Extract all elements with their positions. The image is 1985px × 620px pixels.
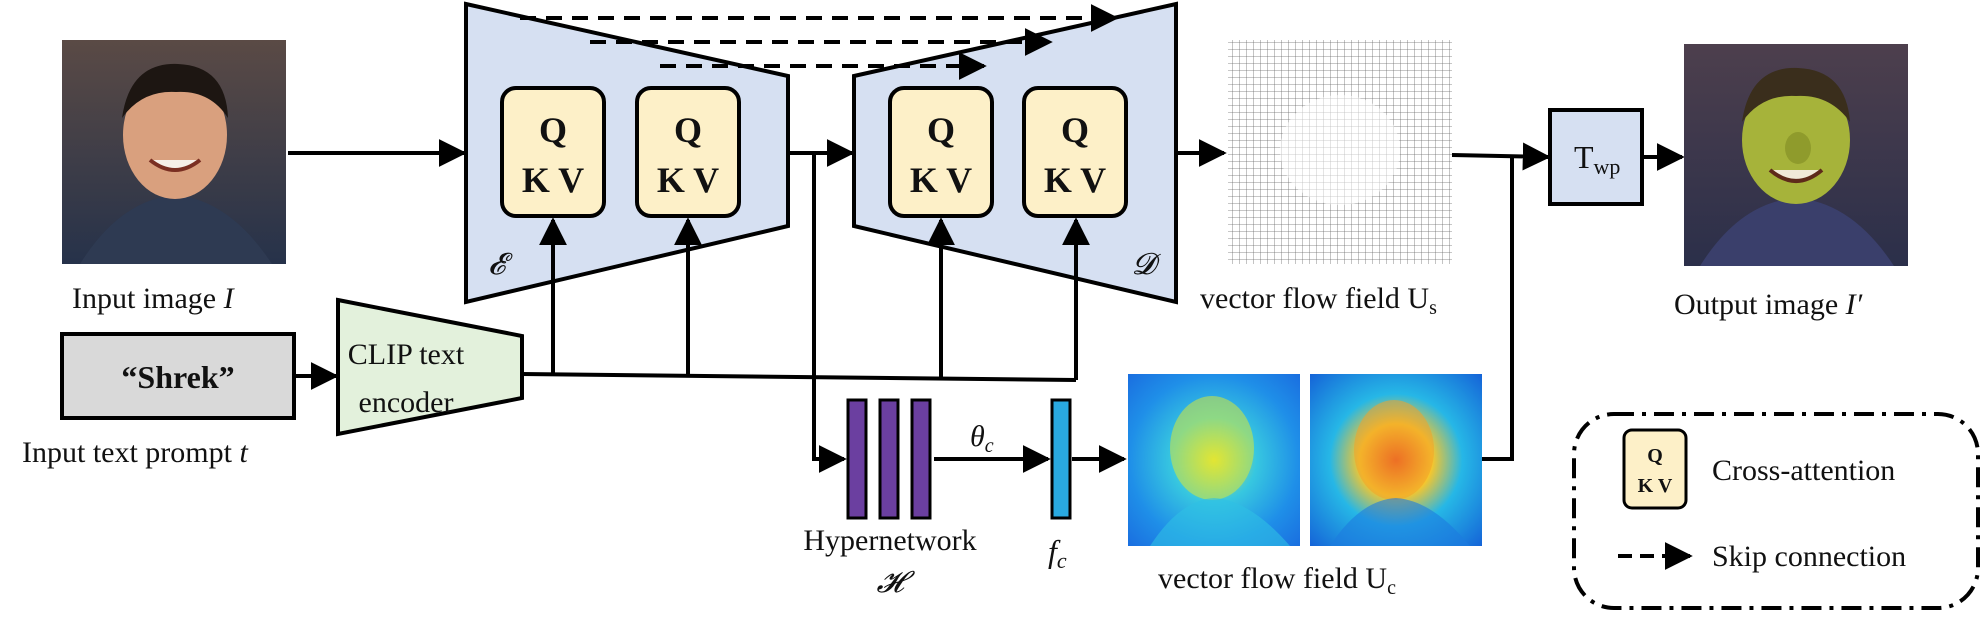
text-prompt-caption: Input text prompt t	[22, 436, 248, 469]
connections	[288, 139, 1685, 473]
flow-field-us-caption: vector flow field Us	[1200, 282, 1437, 319]
cross-attention-block-4: Q K V	[1022, 86, 1128, 218]
hypernetwork-label: Hypernetwork	[803, 524, 976, 557]
output-image-caption: Output image I′	[1674, 288, 1863, 321]
hypernetwork-symbol: 𝓗	[876, 566, 915, 599]
attention-q: Q	[927, 110, 955, 150]
attention-q: Q	[539, 110, 567, 150]
skip-connections	[520, 4, 1119, 80]
flow-field-uc-heatmap-2	[1310, 374, 1482, 546]
cross-attention-block-1: Q K V	[500, 86, 606, 218]
attention-q: Q	[674, 110, 702, 150]
attention-kv: K V	[657, 160, 719, 200]
text-prompt-box	[60, 332, 296, 420]
legend-cross-attention-icon: Q K V	[1622, 428, 1688, 510]
clip-label-line2: encoder	[359, 386, 454, 419]
text-prompt: “Shrek”	[121, 359, 234, 395]
warp-operator-box	[1548, 108, 1644, 206]
output-image	[1684, 44, 1908, 266]
input-image-caption: Input image I	[72, 282, 236, 315]
flow-field-us-image	[1228, 40, 1452, 264]
attention-q: Q	[1061, 110, 1089, 150]
legend-cross-attention-label: Cross-attention	[1712, 454, 1895, 487]
legend-q: Q	[1647, 445, 1663, 467]
feature-fc-block	[1050, 398, 1072, 520]
legend-kv: K V	[1638, 475, 1673, 497]
theta-c-label: θc	[970, 420, 994, 457]
hypernetwork-layers	[846, 398, 932, 520]
flow-field-uc-caption: vector flow field Uc	[1158, 562, 1396, 599]
legend-box	[1572, 412, 1980, 610]
feature-fc-label: fc	[1048, 533, 1067, 573]
cross-attention-block-2: Q K V	[635, 86, 741, 218]
attention-kv: K V	[522, 160, 584, 200]
attention-kv: K V	[910, 160, 972, 200]
cross-attention-block-3: Q K V	[888, 86, 994, 218]
warp-label: Twp	[1574, 139, 1620, 179]
flow-field-uc-heatmap-1	[1128, 374, 1300, 546]
legend-skip-label: Skip connection	[1712, 540, 1906, 573]
input-image	[62, 40, 286, 264]
clip-label-line1: CLIP text	[348, 338, 465, 371]
attention-kv: K V	[1044, 160, 1106, 200]
